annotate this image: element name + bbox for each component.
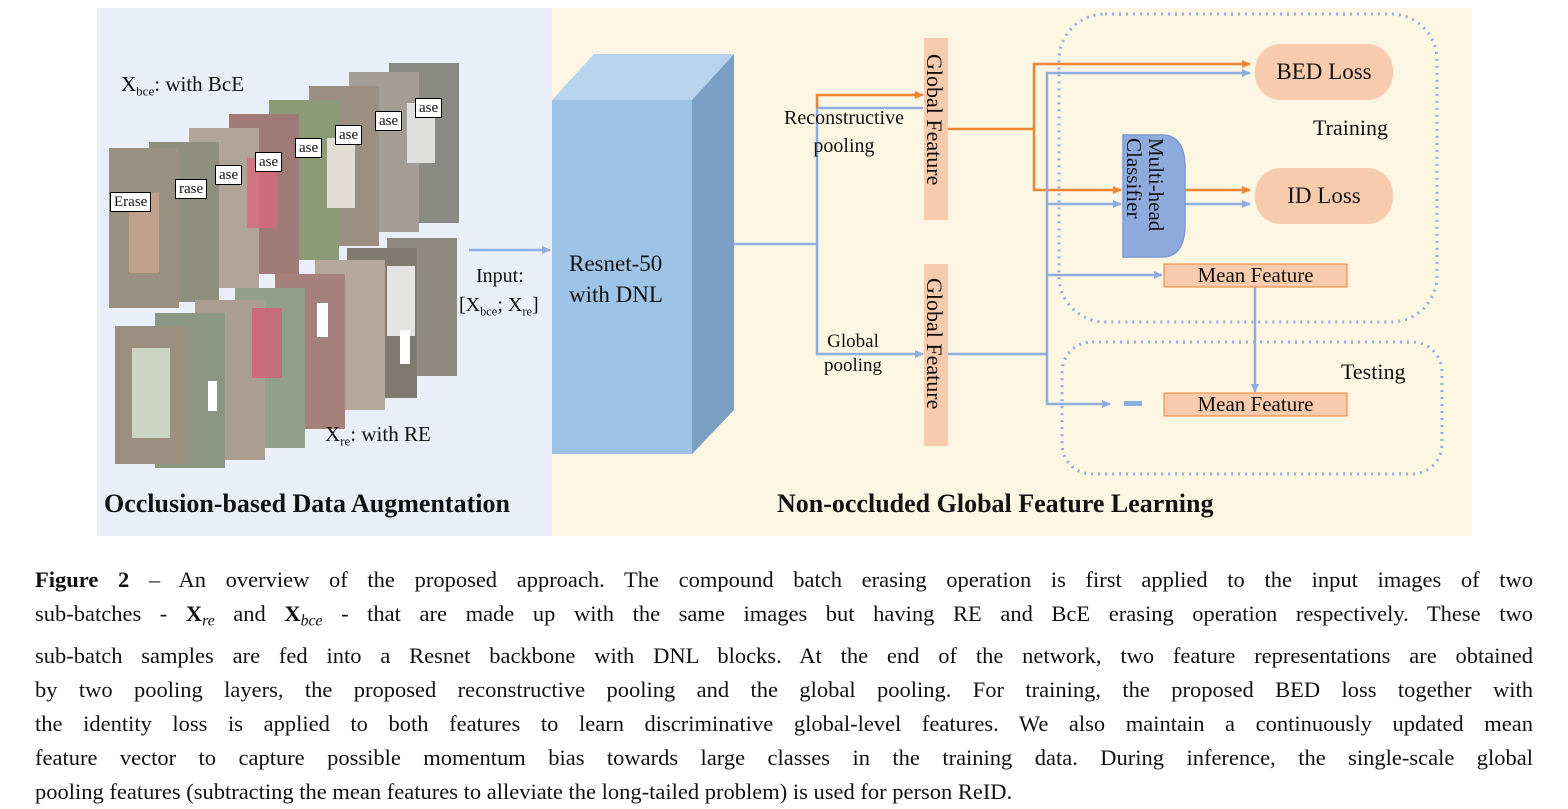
testing-label: Testing (1341, 359, 1406, 384)
erase-box-2: rase (175, 179, 208, 199)
mean-feature-test-box (1163, 392, 1348, 417)
reconstructive-feature-paths (948, 60, 1251, 194)
bed-loss-box (1255, 44, 1393, 100)
left-panel-title: Occlusion-based Data Augmentation (104, 489, 510, 518)
erase-box-1: Erase (110, 192, 152, 212)
multi-head-classifier-block (1122, 134, 1186, 258)
caption-line-4: by two pooling layers, the proposed reco… (35, 676, 1533, 702)
input-batches-label: [Xbce; Xre] (459, 294, 539, 319)
overview-figure: Erase rase ase ase ase ase ase ase Xbce:… (97, 8, 1472, 536)
erase-box-5: ase (295, 138, 323, 158)
input-label: Input: (476, 265, 524, 287)
mean-feature-train-box (1163, 263, 1348, 288)
erase-box-8: ase (415, 98, 443, 118)
training-label: Training (1313, 115, 1388, 140)
global-feature-label-top: Global Feature (922, 54, 947, 186)
erase-box-4: ase (255, 152, 283, 172)
caption-line-7: pooling features (subtracting the mean f… (35, 778, 1013, 804)
backbone-output-connectors (734, 91, 924, 358)
global-feature-bar-bottom (924, 264, 948, 446)
reconstructive-pooling-label: Reconstructive pooling (784, 107, 904, 157)
minus-sign (1124, 401, 1142, 406)
classifier-label: Multi-head Classifier (1122, 138, 1168, 232)
global-feature-paths (948, 69, 1259, 408)
mean-feature-test-label: Mean Feature (1197, 392, 1314, 416)
testing-region (1060, 340, 1444, 476)
caption-line-3: sub-batch samples are fed into a Resnet … (35, 642, 1533, 668)
bed-loss-label: BED Loss (1276, 59, 1372, 84)
bce-image-stack (109, 63, 459, 308)
re-image-stack (115, 238, 457, 468)
resnet-backbone-block (552, 54, 734, 454)
erase-box-3: ase (215, 165, 243, 185)
global-feature-bar-top (924, 38, 948, 220)
bce-stack-label: Xbce: with BcE (121, 72, 245, 99)
caption-line-5: the identity loss is applied to both fea… (35, 710, 1533, 736)
caption-line-1: Figure 2 – An overview of the proposed a… (35, 567, 1534, 592)
global-pooling-label: Global pooling (824, 331, 883, 376)
caption-line-6: feature vector to capture possible momen… (35, 744, 1533, 770)
figure-label: Figure 2 (35, 567, 130, 592)
backbone-label: Resnet-50 with DNL (569, 251, 663, 307)
erase-box-6: ase (335, 125, 363, 145)
re-stack-label: Xre: with RE (325, 422, 431, 449)
erase-box-7: ase (375, 111, 403, 131)
global-feature-label-bottom: Global Feature (922, 278, 947, 410)
id-loss-box (1255, 168, 1393, 224)
mean-feature-train-label: Mean Feature (1197, 263, 1314, 287)
figure-caption: Figure 2 – An overview of the proposed a… (35, 563, 1533, 809)
right-panel-title: Non-occluded Global Feature Learning (777, 489, 1214, 518)
id-loss-label: ID Loss (1287, 183, 1361, 208)
caption-line-2: sub-batches - Xre and Xbce - that are ma… (35, 601, 1533, 630)
